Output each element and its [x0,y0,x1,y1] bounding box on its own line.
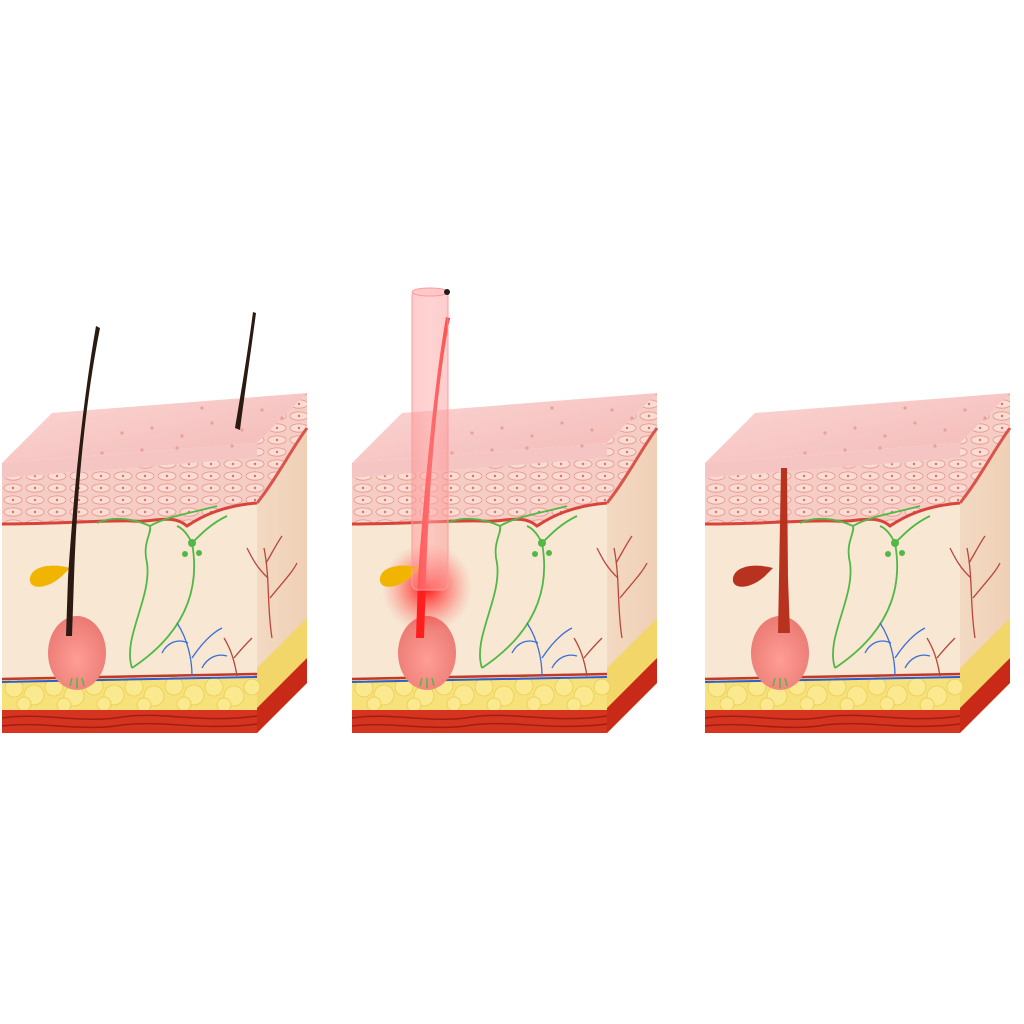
panel-laser [350,287,659,735]
damaged-sebaceous-gland [732,565,773,587]
sebaceous-gland [379,565,420,587]
hair-shaft [66,326,100,636]
laser-beam [411,289,449,591]
panel-before [0,312,309,735]
sebaceous-gland [29,565,70,587]
panel-after [703,391,1012,735]
hair-shaft-2 [235,312,256,430]
destroyed-hair-stub [778,468,790,633]
